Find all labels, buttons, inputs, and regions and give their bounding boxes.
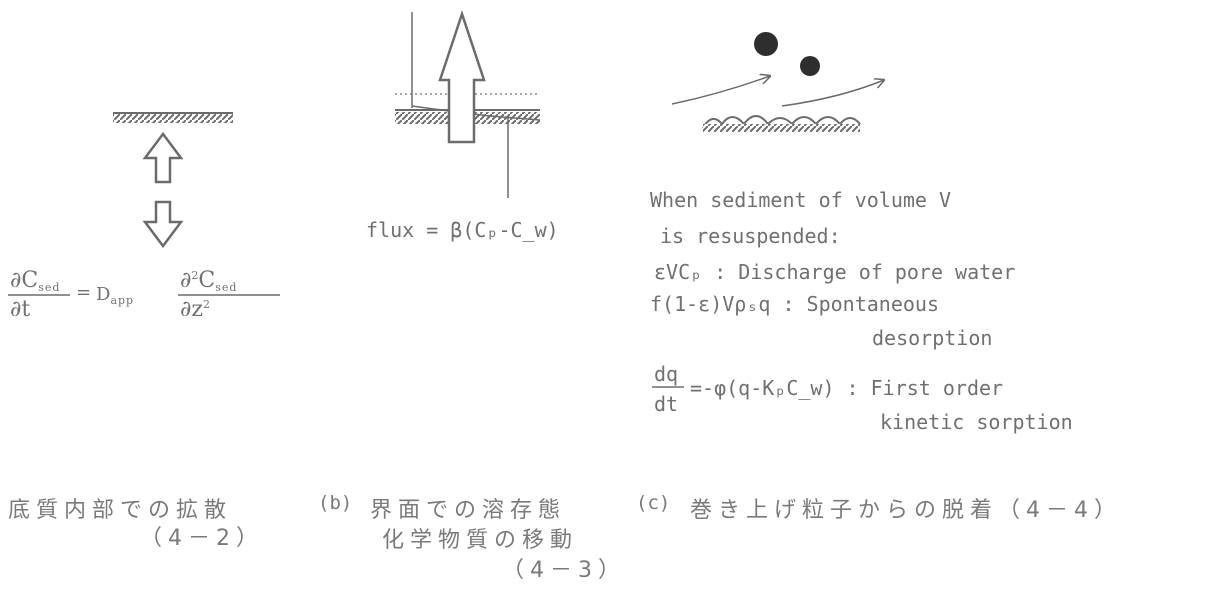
particle-small xyxy=(800,56,820,76)
caption-c-marker: (c) xyxy=(636,492,670,514)
caption-b-line2: 化学物質の移動 xyxy=(382,522,578,554)
eq-a-rhs-denominator: ∂z2 xyxy=(180,297,210,322)
desorption-term-cont: desorption xyxy=(872,326,992,350)
resuspension-line-1: When sediment of volume V xyxy=(650,188,951,212)
caption-b-line3: （4－3） xyxy=(502,552,626,584)
eq-a-equals: = xyxy=(76,282,91,303)
kinetic-sorption-term: =-φ(q-KₚC_w) : First order xyxy=(690,376,1003,400)
pore-water-term: εVCₚ : Discharge of pore water xyxy=(654,260,1015,284)
eq-a-lhs-numerator: ∂Csed xyxy=(10,268,60,294)
caption-c: 巻き上げ粒子からの脱着（4－4） xyxy=(690,492,1122,524)
rate-numerator: dq xyxy=(654,362,678,386)
panel-b-graphic xyxy=(395,12,540,198)
panel-c-graphic xyxy=(672,32,884,132)
sediment-hatch-c xyxy=(703,124,860,132)
particle-large xyxy=(754,32,778,56)
caption-b-marker: (b) xyxy=(318,492,352,514)
kinetic-sorption-cont: kinetic sorption xyxy=(880,410,1073,434)
caption-b-line1: 界面での溶存態 xyxy=(370,492,566,524)
flux-equation: flux = β(Cₚ-C_w) xyxy=(366,218,559,242)
rate-denominator: dt xyxy=(654,392,678,416)
sediment-surface-a xyxy=(113,113,233,123)
desorption-term: f(1-ε)Vρₛq : Spontaneous xyxy=(650,292,939,316)
hollow-up-arrow-a xyxy=(145,134,181,182)
hollow-down-arrow-a xyxy=(145,202,181,246)
eq-a-rhs-numerator: ∂2Csed xyxy=(180,268,237,294)
eq-a-lhs-denominator: ∂t xyxy=(10,297,30,322)
panel-a-graphic xyxy=(113,113,233,246)
eq-a-coefficient: Dapp xyxy=(96,284,134,307)
flow-arrow-right xyxy=(782,80,884,106)
caption-a-line2: （4－2） xyxy=(140,520,264,552)
flow-arrow-left xyxy=(672,76,770,104)
resuspension-line-2: is resuspended: xyxy=(660,224,841,248)
